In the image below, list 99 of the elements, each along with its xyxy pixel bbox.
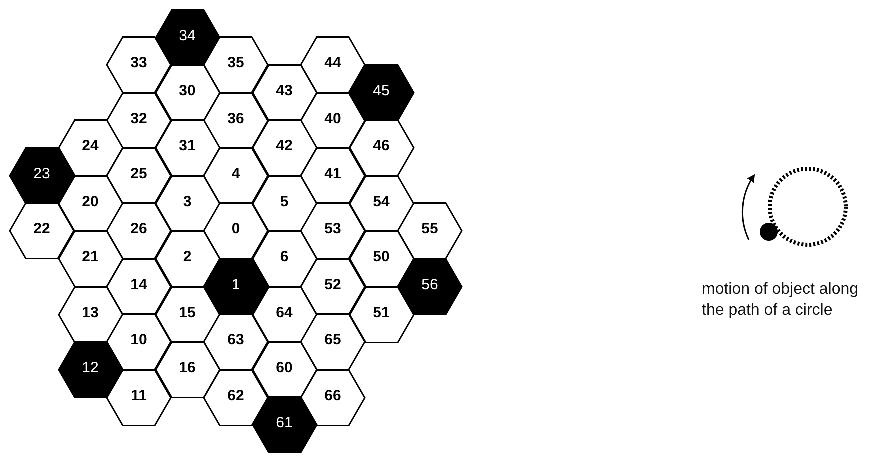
cell-number: 40 [324,110,342,128]
cell-number: 34 [179,26,196,44]
cell-number: 26 [130,220,148,238]
hexagon [58,120,122,176]
cell-number: 60 [276,359,293,376]
cell-number: 4 [232,165,240,182]
hexagon [107,92,171,149]
cell-number: 20 [82,193,99,210]
hexagon [204,370,268,426]
hexagon [350,64,414,121]
hexagon [301,370,365,426]
cell-number: 41 [324,165,342,182]
cell-number: 31 [179,138,196,155]
cell-number: 6 [280,248,289,266]
hexagon [204,258,268,315]
cell-number: 0 [232,220,240,238]
hexagon [301,258,365,315]
hexagon [252,176,316,232]
hexagon [107,258,171,315]
hexagon [156,176,220,232]
hexagon [301,314,365,370]
cell-number: 35 [228,54,244,72]
cell-number: 32 [130,110,148,128]
caption-text: motion of object along the path of a circle [702,280,860,321]
cell-number: 42 [276,138,293,155]
hexagon [350,286,414,342]
hexagon [350,120,414,176]
cell-number: 52 [324,276,342,294]
hexagon [301,148,365,204]
cell-number: 12 [82,359,99,376]
hexagon [156,286,220,342]
cell-number: 56 [422,276,438,294]
hexagon [156,342,220,398]
hexagon [10,203,74,260]
hexagon [350,231,414,288]
hexagon [107,37,171,94]
hexagon [156,10,220,66]
cell-number: 63 [228,332,244,349]
cell-number: 33 [130,54,148,72]
cell-number: 11 [131,387,147,404]
hexagon [156,231,220,288]
cell-number: 24 [82,138,99,155]
cell-number: 36 [228,110,244,128]
hexagon [156,64,220,121]
hexagon [252,286,316,342]
hexagon [301,37,365,94]
cell-number: 2 [183,248,192,266]
hexagon [252,397,316,454]
hexagon [398,203,462,260]
hexagon [204,37,268,94]
hexagon [10,148,74,204]
hexagon [204,203,268,260]
cell-number: 16 [179,359,196,376]
hexagon [204,314,268,370]
cell-number: 65 [324,332,342,349]
hexagon [156,120,220,176]
cell-number: 15 [179,304,196,321]
cell-number: 22 [34,220,50,238]
hexagon [58,342,122,398]
cell-number: 54 [373,193,390,210]
hexagon [252,64,316,121]
cell-number: 46 [373,138,390,155]
cell-number: 53 [324,220,342,238]
cell-number: 45 [373,82,390,100]
hexagon [107,203,171,260]
cell-number: 44 [324,54,342,72]
hexagon [58,176,122,232]
hexagon [107,148,171,204]
hexagon [252,231,316,288]
hexagon [107,370,171,426]
cell-number: 30 [179,82,196,100]
cell-number: 66 [324,387,342,404]
hexagon [204,92,268,149]
hexagon [301,92,365,149]
cell-number: 5 [280,193,289,210]
cell-number: 61 [276,414,293,432]
cell-number: 25 [130,165,148,182]
hexagon [252,342,316,398]
cell-number: 23 [34,165,50,182]
cell-number: 10 [130,332,148,349]
cell-number: 13 [82,304,99,321]
cell-number: 62 [228,387,244,404]
cell-number: 43 [276,82,293,100]
cell-number: 64 [276,304,293,321]
cell-number: 50 [373,248,390,266]
hexagon [398,258,462,315]
hexagon [58,286,122,342]
hexagon [350,176,414,232]
hexagon [252,120,316,176]
cell-number: 21 [82,248,99,266]
cell-number: 14 [130,276,148,294]
cell-number: 55 [422,220,438,238]
hexagon [301,203,365,260]
hexagon [107,314,171,370]
cell-number: 51 [373,304,390,321]
hexagon [204,148,268,204]
hexagon [58,231,122,288]
cell-number: 3 [183,193,192,210]
cell-number: 1 [232,276,240,294]
